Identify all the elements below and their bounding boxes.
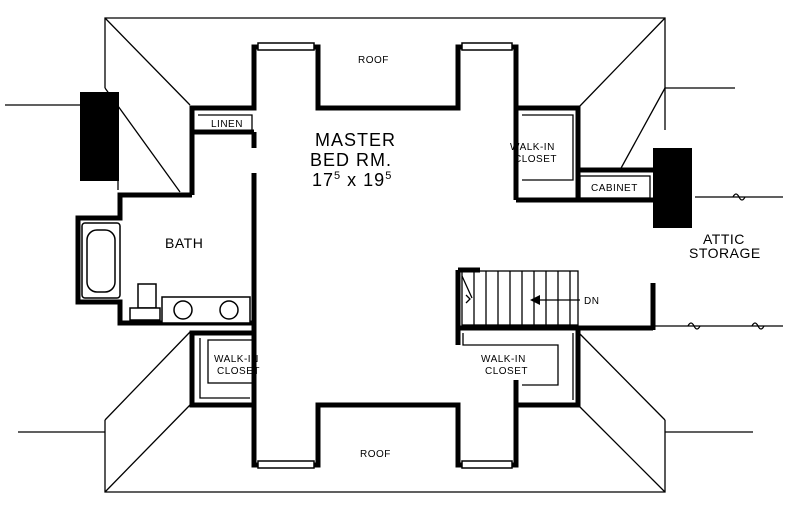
windows	[257, 42, 513, 469]
bathtub	[81, 222, 121, 299]
stairs	[461, 270, 580, 326]
attic-label-line2: STORAGE	[689, 245, 761, 261]
walkin-bottom-right-line1: WALK-IN	[481, 354, 526, 365]
walkin-bottom-left-line2: CLOSET	[217, 366, 260, 377]
master-dimensions: 175 x 195	[312, 170, 392, 190]
walkin-top-right-line1: WALK-IN	[510, 142, 555, 153]
walls	[75, 44, 656, 468]
toilet	[129, 283, 161, 321]
interior-lines	[198, 114, 651, 400]
bath-label: BATH	[165, 235, 203, 251]
roof-top-label: ROOF	[358, 55, 389, 66]
walkin-top-right-line2: CLOSET	[514, 154, 557, 165]
master-label-line1: MASTER	[315, 130, 396, 150]
chimney-right	[653, 148, 692, 228]
stair-arrow-icon	[530, 295, 540, 305]
linen-label: LINEN	[211, 119, 243, 130]
chimney-left	[80, 92, 119, 181]
roof-lines	[5, 17, 783, 493]
walkin-bottom-left-line1: WALK-IN	[214, 354, 259, 365]
cabinet-label: CABINET	[591, 183, 638, 194]
master-label-line2: BED RM.	[310, 150, 392, 170]
vanity	[161, 296, 251, 324]
walkin-bottom-right-line2: CLOSET	[485, 366, 528, 377]
stair-down-label: DN	[584, 296, 599, 307]
attic-label-line1: ATTIC	[703, 231, 745, 247]
roof-bottom-label: ROOF	[360, 449, 391, 460]
